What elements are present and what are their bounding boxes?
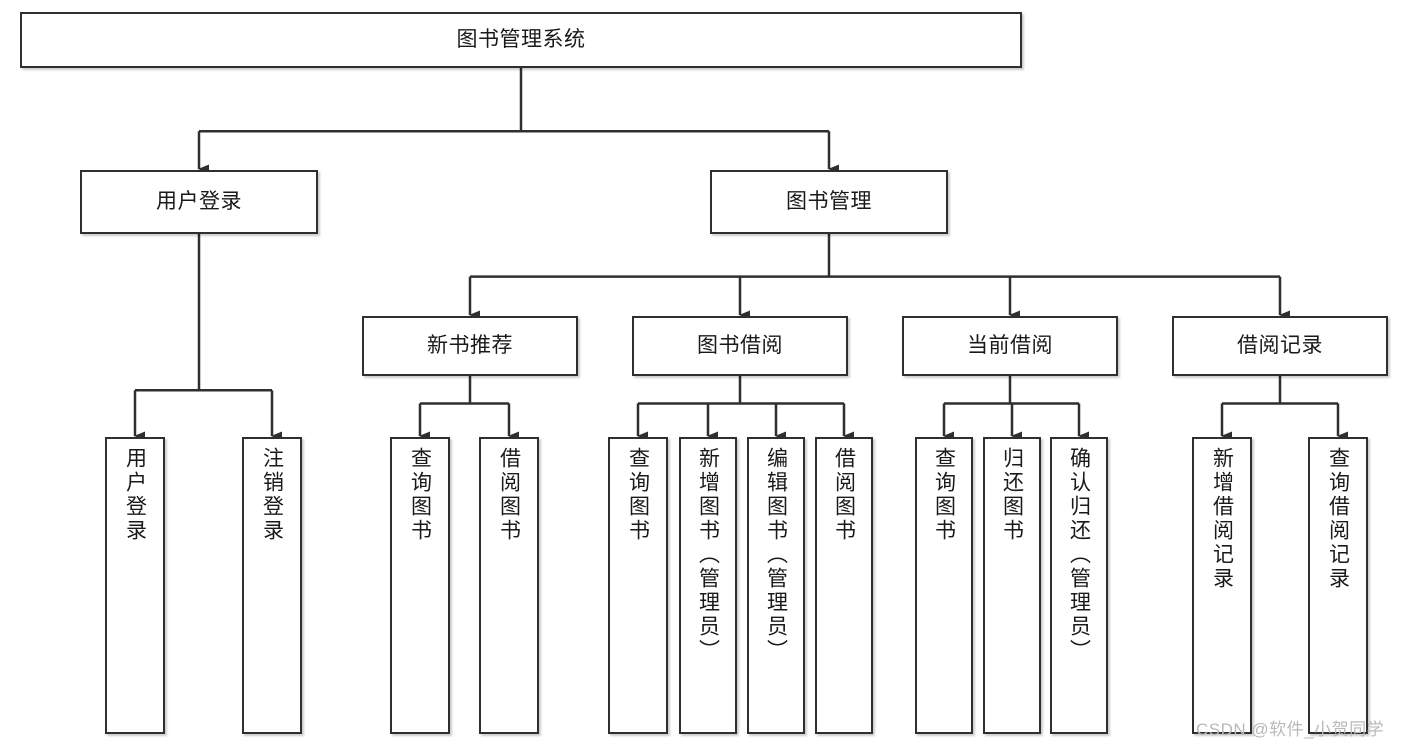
leaf-user-login-label: 用户登录 (123, 447, 147, 543)
leaf-newbook-query-book-label: 查询图书 (408, 447, 432, 543)
leaf-borrow-add-book-admin-label: 新增图书（管理员） (696, 447, 720, 663)
node-current-borrow-label: 当前借阅 (967, 333, 1053, 357)
leaf-user-logout[interactable]: 注销登录 (242, 437, 302, 734)
node-root-label: 图书管理系统 (456, 27, 586, 51)
leaf-record-add[interactable]: 新增借阅记录 (1192, 437, 1252, 734)
node-new-book-recommend[interactable]: 新书推荐 (362, 316, 578, 376)
leaf-borrow-lend-book-label: 借阅图书 (832, 447, 856, 543)
leaf-current-return-book[interactable]: 归还图书 (983, 437, 1041, 734)
leaf-borrow-edit-book-admin-label: 编辑图书（管理员） (764, 447, 788, 663)
leaf-borrow-query-book-label: 查询图书 (626, 447, 650, 543)
leaf-current-confirm-return-admin-label: 确认归还（管理员） (1067, 447, 1091, 663)
leaf-current-return-book-label: 归还图书 (1000, 447, 1024, 543)
leaf-borrow-add-book-admin[interactable]: 新增图书（管理员） (679, 437, 737, 734)
leaf-user-logout-label: 注销登录 (260, 447, 284, 543)
leaf-current-query-book[interactable]: 查询图书 (915, 437, 973, 734)
leaf-user-login[interactable]: 用户登录 (105, 437, 165, 734)
node-user-login-label: 用户登录 (156, 189, 242, 213)
watermark: CSDN @软件_小贺同学 (1196, 720, 1385, 739)
leaf-borrow-query-book[interactable]: 查询图书 (608, 437, 668, 734)
leaf-current-query-book-label: 查询图书 (932, 447, 956, 543)
node-borrow-record[interactable]: 借阅记录 (1172, 316, 1388, 376)
node-borrow-record-label: 借阅记录 (1237, 333, 1323, 357)
node-user-login[interactable]: 用户登录 (80, 170, 318, 234)
node-current-borrow[interactable]: 当前借阅 (902, 316, 1118, 376)
leaf-record-add-label: 新增借阅记录 (1210, 447, 1234, 591)
node-book-management-label: 图书管理 (786, 189, 872, 213)
node-book-borrow[interactable]: 图书借阅 (632, 316, 848, 376)
leaf-newbook-borrow-book-label: 借阅图书 (497, 447, 521, 543)
node-root[interactable]: 图书管理系统 (20, 12, 1022, 68)
node-book-management[interactable]: 图书管理 (710, 170, 948, 234)
node-new-book-recommend-label: 新书推荐 (427, 333, 513, 357)
leaf-newbook-query-book[interactable]: 查询图书 (390, 437, 450, 734)
leaf-borrow-edit-book-admin[interactable]: 编辑图书（管理员） (747, 437, 805, 734)
node-book-borrow-label: 图书借阅 (697, 333, 783, 357)
leaf-newbook-borrow-book[interactable]: 借阅图书 (479, 437, 539, 734)
leaf-borrow-lend-book[interactable]: 借阅图书 (815, 437, 873, 734)
leaf-record-query-label: 查询借阅记录 (1326, 447, 1350, 591)
leaf-record-query[interactable]: 查询借阅记录 (1308, 437, 1368, 734)
leaf-current-confirm-return-admin[interactable]: 确认归还（管理员） (1050, 437, 1108, 734)
